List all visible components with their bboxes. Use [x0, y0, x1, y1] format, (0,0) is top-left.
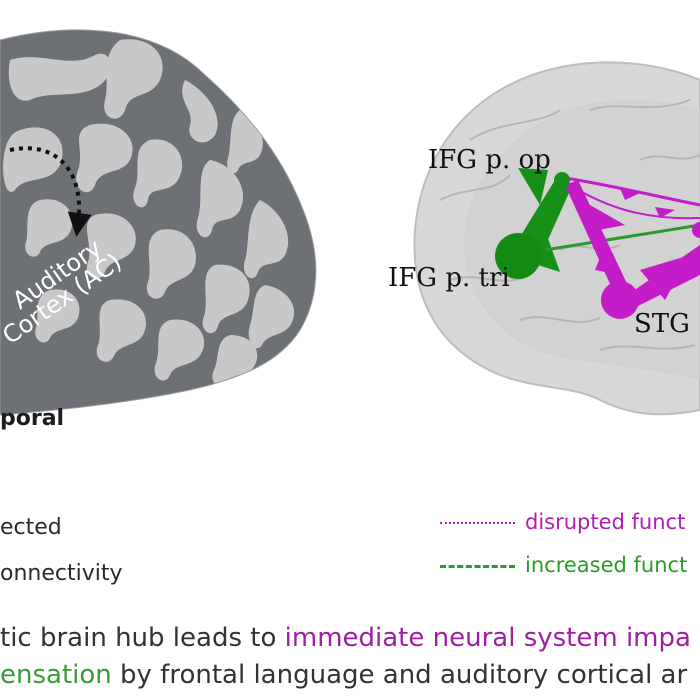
node-ifg-p-op: [554, 172, 570, 188]
edge-op-arrowhead-green: [518, 168, 548, 205]
legend-left-item-1: ected: [0, 515, 62, 540]
edge-stg-right-arrowhead: [640, 255, 690, 300]
edge-op-right-magenta: [564, 176, 700, 207]
node-label-ifg-p-tri: IFG p. tri: [388, 263, 510, 293]
caption-line-1: tic brain hub leads to immediate neural …: [0, 623, 691, 653]
caption-line-2: ensation by frontal language and auditor…: [0, 660, 687, 690]
edge-op-right-magenta-2: [569, 184, 700, 220]
node-right-edge: [692, 222, 700, 238]
cortex-outline: [0, 29, 317, 416]
node-label-ifg-p-op: IFG p. op: [428, 145, 551, 175]
edge-op-right-magenta-arrowhead: [588, 205, 625, 232]
legend-dashed-line: [440, 564, 515, 568]
legend-increased: increased funct: [440, 553, 687, 577]
caption-line1-part1: tic brain hub leads to: [0, 623, 285, 653]
node-stg: [601, 281, 639, 319]
cortex-sulci-pattern: [3, 39, 295, 387]
legend-increased-text: increased funct: [525, 553, 688, 577]
caption-line1-part2: immediate neural system impa: [284, 623, 691, 653]
legend-disrupted: disrupted funct: [440, 510, 685, 534]
legend-left-item-2: onnectivity: [0, 561, 123, 586]
edge-small-arrowhead-1: [620, 188, 640, 200]
edge-tri-to-right-green: [544, 223, 700, 252]
node-ifg-p-tri: [495, 233, 541, 279]
lobe-label: poral: [0, 406, 64, 431]
legend-disrupted-text: disrupted funct: [525, 510, 686, 534]
inflated-cortex: Auditory Cortex (AC) poral: [0, 29, 317, 431]
connections: [512, 168, 700, 310]
glass-brain: IFG p. op IFG p. tri STG: [388, 61, 700, 416]
edge-small-arrowhead-2: [655, 207, 675, 218]
node-label-stg: STG: [634, 309, 690, 339]
edge-stg-up-arrowhead: [595, 245, 620, 275]
legend-dotted-line: [440, 522, 515, 524]
caption-line2-part2: by frontal language and auditory cortica…: [111, 660, 688, 690]
caption-line2-part1: ensation: [0, 660, 112, 690]
